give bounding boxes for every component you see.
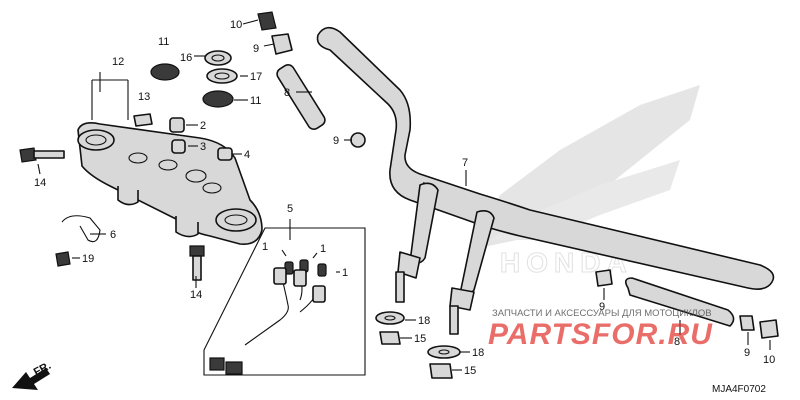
shop-logo: PARTSFOR.RU xyxy=(488,318,713,351)
callout-8a: 8 xyxy=(284,87,290,99)
callout-8b: 8 xyxy=(674,336,680,348)
callout-2: 2 xyxy=(200,120,206,132)
pinch-bolts xyxy=(19,147,205,281)
callout-14a: 14 xyxy=(34,177,46,189)
callout-4: 4 xyxy=(244,149,250,161)
callout-16: 16 xyxy=(180,52,192,64)
callout-1a: 1 xyxy=(262,241,268,253)
callout-5: 5 xyxy=(287,203,293,215)
callout-14b: 14 xyxy=(190,289,202,301)
callout-18b: 18 xyxy=(472,347,484,359)
callout-15b: 15 xyxy=(464,365,476,377)
callout-10b: 10 xyxy=(763,354,775,366)
holder-nuts xyxy=(375,311,461,379)
callout-9a: 9 xyxy=(253,43,259,55)
diagram-code: MJA4F0702 xyxy=(712,384,766,395)
callout-7: 7 xyxy=(462,157,468,169)
harness-box xyxy=(203,227,366,376)
grip-right xyxy=(624,277,735,327)
clip-screw xyxy=(55,251,71,267)
callout-13: 13 xyxy=(138,91,150,103)
callout-6: 6 xyxy=(110,229,116,241)
callout-11a: 11 xyxy=(158,36,169,48)
callout-15a: 15 xyxy=(414,333,426,345)
callout-9d: 9 xyxy=(744,347,750,359)
callout-18a: 18 xyxy=(418,315,430,327)
switch-harness xyxy=(209,259,327,375)
wire-clip xyxy=(61,215,101,243)
callout-3: 3 xyxy=(200,141,206,153)
grip-left xyxy=(276,64,326,130)
callout-12: 12 xyxy=(112,56,124,68)
callout-10a: 10 xyxy=(230,19,242,31)
stem-nut-stack xyxy=(150,50,238,108)
bar-end-weights xyxy=(257,11,779,339)
callout-numbers: 10 9 11 16 17 11 12 13 2 3 4 14 6 19 14 … xyxy=(34,19,775,377)
callout-17: 17 xyxy=(250,71,262,83)
id-plate xyxy=(133,113,153,127)
callout-1c: 1 xyxy=(342,267,348,279)
rubber-plugs xyxy=(169,117,233,161)
leader-lines xyxy=(37,19,771,371)
callout-1b: 1 xyxy=(320,243,326,255)
shop-caption: ЗАПЧАСТИ И АКСЕССУАРЫ ДЛЯ МОТОЦИКЛОВ xyxy=(492,308,712,319)
top-bridge xyxy=(77,122,263,246)
callout-9c: 9 xyxy=(599,301,605,313)
direction-label: FR. xyxy=(32,360,53,379)
callout-9b: 9 xyxy=(333,135,339,147)
callout-19: 19 xyxy=(82,253,94,265)
handlebar xyxy=(316,26,775,335)
callout-11b: 11 xyxy=(250,95,261,107)
front-direction-arrow: FR. xyxy=(12,360,53,390)
